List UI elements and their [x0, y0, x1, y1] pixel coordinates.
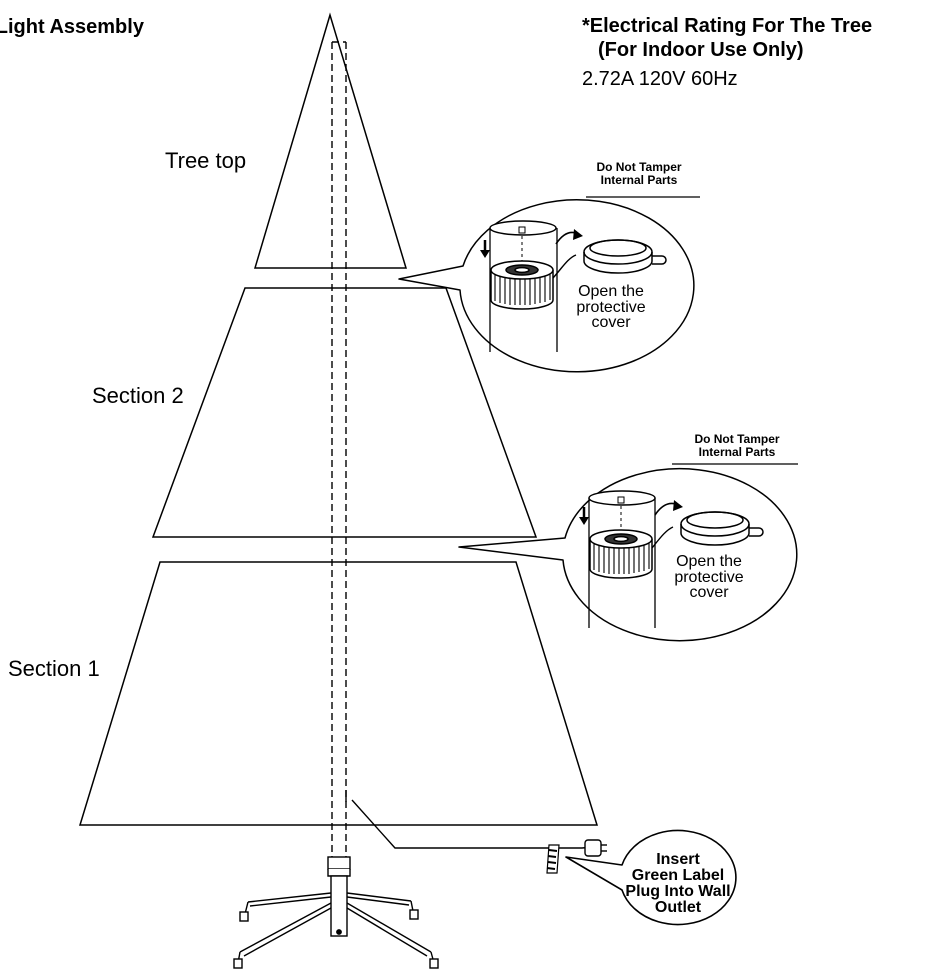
plug-note-callout [565, 829, 737, 926]
tree-stand [233, 856, 439, 969]
cover-line-2: protective [674, 568, 744, 586]
green-label-tag-icon [546, 844, 560, 874]
plug-line-3: Plug Into Wall [625, 883, 731, 900]
tree-section-2 [151, 287, 538, 538]
warning-line-1: Do Not Tamper [694, 432, 780, 446]
label-section-2: Section 2 [92, 383, 184, 408]
electrical-rating-value: 2.72A 120V 60Hz [582, 68, 738, 90]
electrical-rating-title: *Electrical Rating For The Tree [582, 15, 873, 37]
cover-instruction-1: Open the protective cover [566, 284, 656, 331]
cover-line-1: Open the [578, 283, 644, 300]
cover-line-2: protective [576, 298, 646, 316]
warning-line-2: Internal Parts [698, 444, 776, 459]
plug-instruction: Insert Green Label Plug Into Wall Outlet [618, 852, 738, 916]
plug-line-4: Outlet [654, 899, 702, 916]
warning-line-2: Internal Parts [600, 172, 678, 187]
protective-cap-icon [589, 529, 653, 579]
label-section-1: Section 1 [8, 656, 100, 681]
plug-line-2: Green Label [631, 867, 725, 884]
power-plug-icon [584, 839, 607, 857]
warning-line-1: Do Not Tamper [596, 160, 682, 174]
cover-line-3: cover [591, 314, 631, 332]
electrical-rating-subtitle: (For Indoor Use Only) [598, 39, 804, 61]
protective-cover-ring-icon [680, 511, 764, 546]
tree-top-section [253, 12, 408, 269]
cover-line-1: Open the [676, 553, 742, 570]
cover-line-3: cover [689, 584, 729, 602]
protective-cap-icon [490, 260, 554, 310]
cover-instruction-2: Open the protective cover [664, 554, 754, 601]
protective-cover-ring-icon [583, 239, 667, 274]
label-tree-top: Tree top [165, 148, 247, 173]
center-pole-dashed [331, 41, 347, 860]
page-title: d Light Assembly [0, 16, 144, 38]
plug-line-1: Insert [656, 851, 700, 868]
tree-section-1 [78, 561, 599, 826]
warning-text-2: Do Not Tamper Internal Parts [662, 433, 812, 458]
warning-text-1: Do Not Tamper Internal Parts [564, 161, 714, 186]
detail-callout-1 [398, 196, 700, 373]
detail-callout-2 [458, 463, 798, 642]
